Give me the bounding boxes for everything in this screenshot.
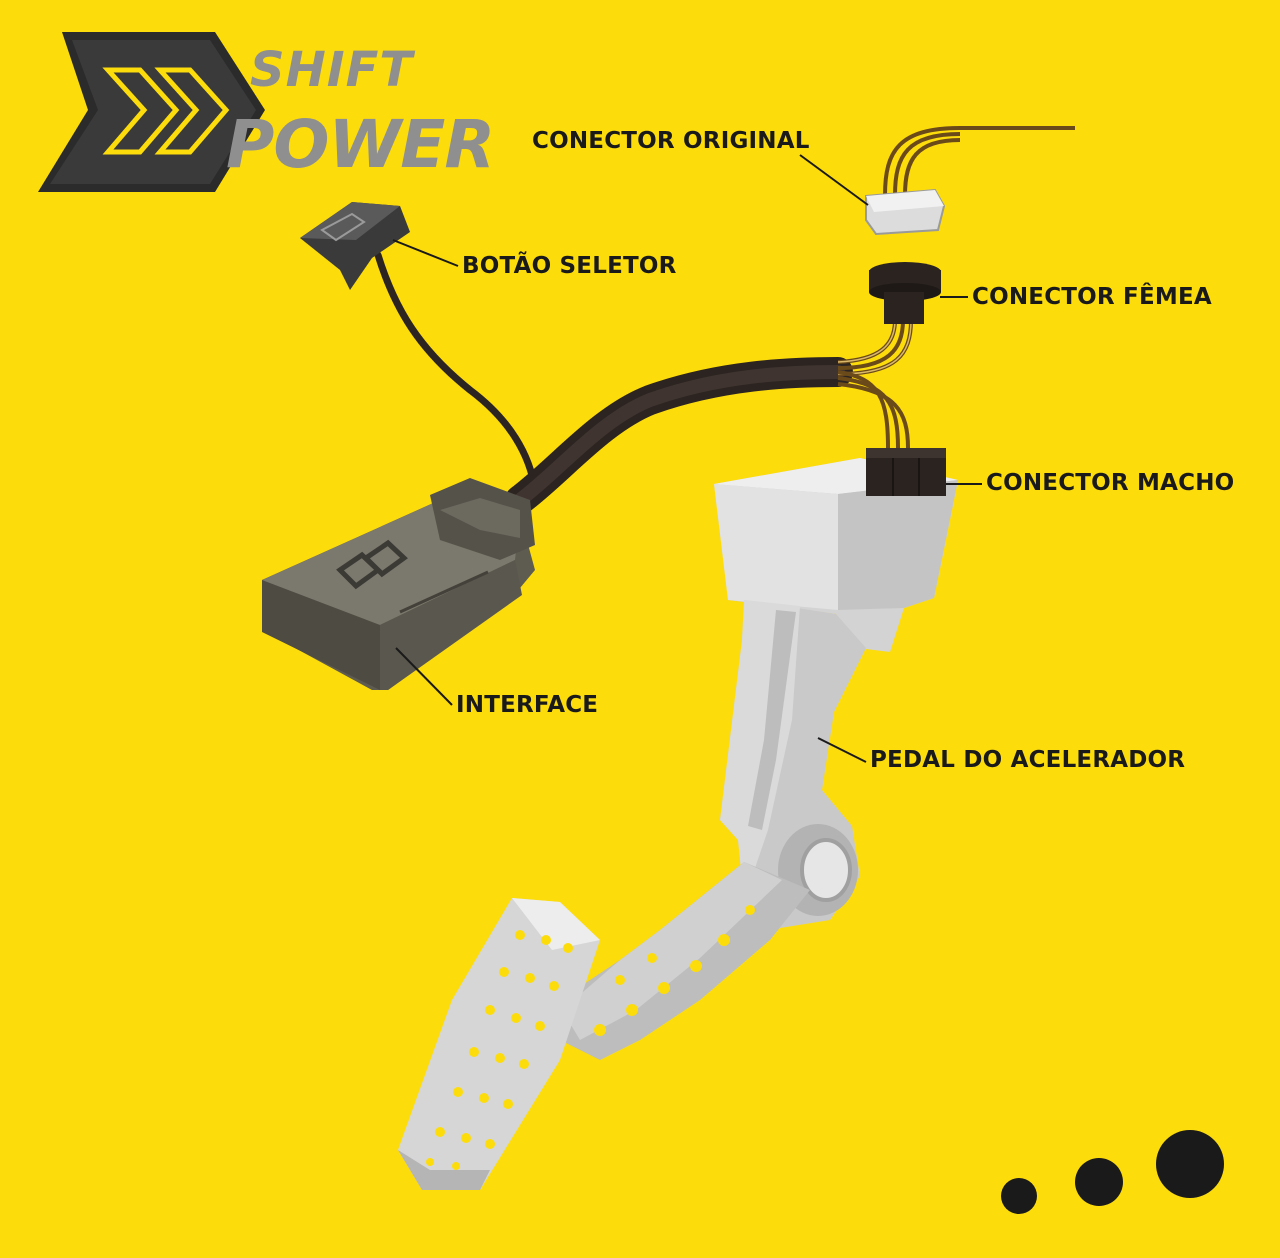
label-pedal-acelerador: PEDAL DO ACELERADOR (870, 747, 1186, 773)
brand-shift: SHIFT (250, 42, 414, 98)
original-connector (865, 188, 946, 236)
female-connector (869, 262, 941, 324)
label-conector-femea: CONECTOR FÊMEA (972, 284, 1212, 310)
wires-male (837, 370, 910, 449)
male-connector (866, 448, 946, 496)
wires-original (883, 126, 1075, 196)
label-conector-macho: CONECTOR MACHO (986, 470, 1235, 496)
wires-female (837, 319, 913, 376)
selector-button (300, 202, 410, 290)
label-botao-seletor: BOTÃO SELETOR (462, 253, 677, 279)
selector-cable (374, 251, 539, 494)
interface-module (262, 478, 535, 690)
accelerator-pedal (398, 458, 958, 1190)
brand-power: POWER (226, 106, 495, 183)
pedal-pad-holes (426, 905, 755, 1170)
label-conector-original: CONECTOR ORIGINAL (532, 128, 810, 154)
leader-lines (392, 154, 982, 763)
logo-emblem-icon (38, 32, 265, 192)
label-interface: INTERFACE (456, 692, 599, 718)
